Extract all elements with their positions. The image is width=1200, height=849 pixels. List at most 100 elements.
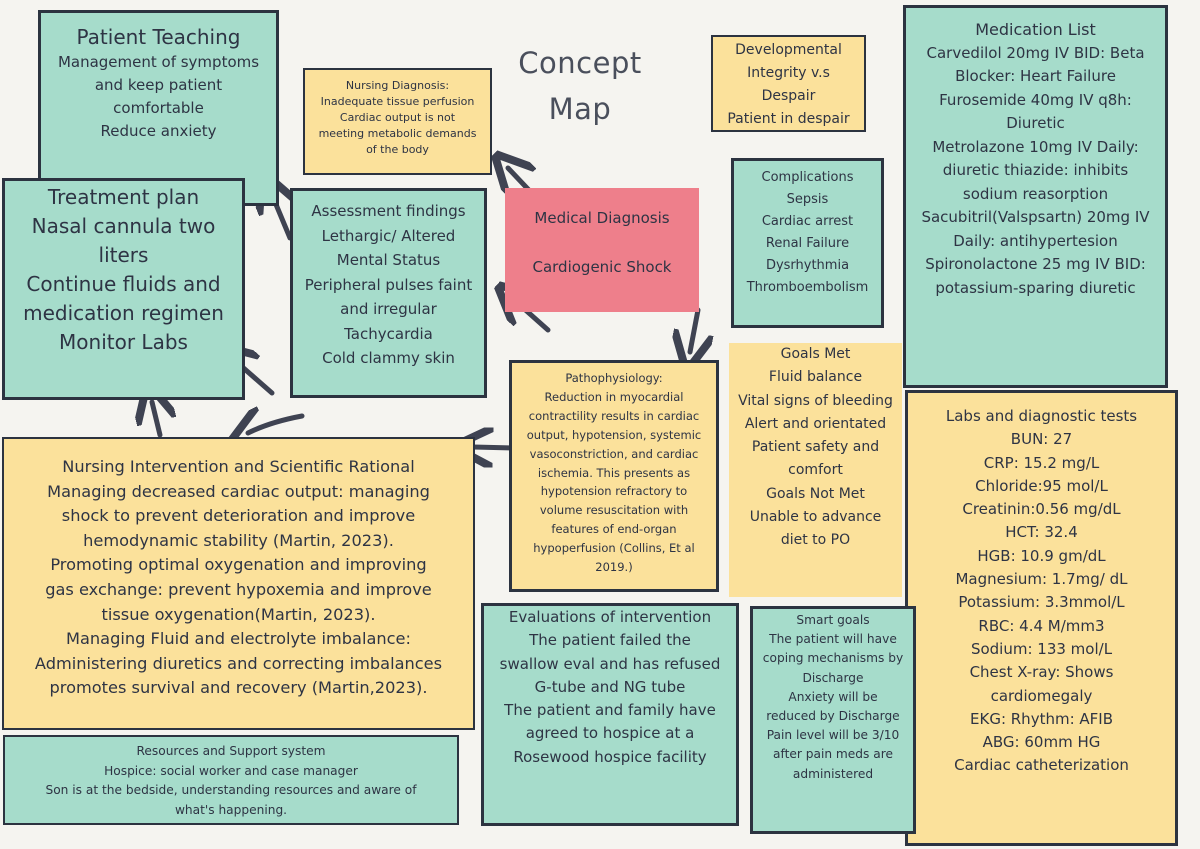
assessment-findings-box: Assessment findings Lethargic/ Altered M…: [290, 188, 487, 398]
patient-teaching-line: and keep patient: [94, 76, 223, 94]
evaluations-box: Evaluations of intervention The patient …: [481, 603, 739, 826]
medication-line: Furosemide 40mg IV q8h:: [939, 90, 1132, 109]
labs-line: Creatinin:0.56 mg/dL: [962, 500, 1121, 519]
assessment-line: Peripheral pulses faint: [304, 275, 473, 294]
smart-goals-line: Discharge: [802, 670, 864, 685]
medication-line: Carvedilol 20mg IV BID: Beta: [926, 43, 1145, 62]
developmental-line: Integrity v.s: [747, 65, 830, 81]
pathophysiology-line: hypoperfusion (Collins, Et al: [533, 541, 695, 556]
complications-line: Sepsis: [786, 192, 829, 207]
arrow-to-interventions: [473, 447, 515, 448]
pathophysiology-line: Pathophysiology:: [565, 371, 663, 385]
treatment-plan-line: Monitor Labs: [59, 330, 188, 354]
nursing-diagnosis-line: Inadequate tissue perfusion: [320, 95, 475, 108]
assessment-line: and irregular: [340, 300, 437, 318]
medication-list-heading: Medication List: [975, 20, 1096, 39]
evaluations-line: Rosewood hospice facility: [513, 747, 707, 766]
patient-teaching-line: Management of symptoms: [57, 53, 260, 71]
goals-line: diet to PO: [780, 532, 851, 549]
evaluations-line: agreed to hospice at a: [525, 724, 695, 743]
treatment-plan-line: Nasal cannula two: [31, 214, 216, 238]
pathophysiology-line: vasoconstriction, and cardiac: [529, 446, 699, 461]
nursing-diagnosis-box: Nursing Diagnosis: Inadequate tissue per…: [303, 68, 492, 175]
labs-line: EKG: Rhythm: AFIB: [970, 709, 1113, 728]
goals-line: Alert and orientated: [744, 415, 887, 432]
labs-line: cardiomegaly: [990, 686, 1093, 705]
labs-line: Chest X-ray: Shows: [969, 663, 1114, 682]
medication-line: Sacubitril(Valspsartn) 20mg IV: [921, 208, 1150, 226]
treatment-plan-line: Continue fluids and: [26, 272, 221, 296]
interventions-line: Managing decreased cardiac output: manag…: [47, 481, 430, 501]
resources-line: what's happening.: [174, 802, 288, 817]
treatment-plan-line: liters: [98, 243, 149, 267]
patient-teaching-line: comfortable: [113, 99, 204, 117]
interventions-line: Managing Fluid and electrolyte imbalance…: [66, 629, 411, 649]
treatment-plan-box: Treatment plan Nasal cannula two liters …: [2, 178, 245, 400]
medication-line: potassium-sparing diuretic: [935, 278, 1136, 297]
goals-line: comfort: [788, 462, 843, 479]
evaluations-line: The patient failed the: [529, 631, 691, 650]
interventions-line: Promoting optimal oxygenation and improv…: [50, 555, 427, 575]
labs-line: Sodium: 133 mol/L: [970, 639, 1113, 658]
treatment-plan-line: medication regimen: [23, 301, 224, 325]
labs-line: CRP: 15.2 mg/L: [983, 453, 1100, 472]
complications-line: Thromboembolism: [746, 280, 869, 295]
labs-line: Labs and diagnostic tests: [945, 407, 1138, 425]
assessment-line: Tachycardia: [344, 324, 433, 343]
patient-teaching-box: Patient Teaching Management of symptoms …: [38, 10, 279, 206]
smart-goals-line: Smart goals: [796, 613, 870, 627]
labs-line: ABG: 60mm HG: [982, 733, 1101, 752]
medication-line: Daily: antihypertesion: [953, 231, 1118, 250]
nursing-interventions-box: Nursing Intervention and Scientific Rati…: [2, 437, 475, 730]
smart-goals-line: coping mechanisms by: [762, 651, 904, 666]
developmental-box: Developmental Integrity v.s Despair Pati…: [711, 35, 866, 132]
interventions-line: gas exchange: prevent hypoxemia and impr…: [45, 579, 432, 599]
evaluations-line: Evaluations of intervention: [508, 608, 712, 626]
pathophysiology-line: Reduction in myocardial: [544, 389, 684, 404]
pathophysiology-line: ischemia. This presents as: [537, 465, 691, 480]
developmental-line: Despair: [761, 88, 816, 104]
pathophysiology-line: 2019.): [595, 560, 633, 575]
complications-line: Renal Failure: [765, 236, 850, 251]
medication-line: Spironolactone 25 mg IV BID:: [925, 255, 1146, 273]
resources-line: Son is at the bedside, understanding res…: [45, 783, 417, 797]
goals-line: Unable to advance: [749, 509, 882, 526]
medical-diagnosis-box: Medical Diagnosis Cardiogenic Shock: [505, 188, 699, 312]
medication-line: Blocker: Heart Failure: [955, 67, 1116, 85]
nursing-diagnosis-line: Cardiac output is not: [339, 111, 456, 124]
smart-goals-line: Anxiety will be: [788, 689, 878, 704]
pathophysiology-line: volume resuscitation with: [539, 503, 689, 518]
smart-goals-line: administered: [792, 766, 874, 781]
medical-diagnosis-line: Cardiogenic Shock: [532, 258, 672, 276]
smart-goals-line: reduced by Discharge: [766, 709, 900, 724]
developmental-line: Developmental: [735, 42, 842, 58]
resources-line: Resources and Support system: [136, 744, 326, 758]
nursing-diagnosis-line: Nursing Diagnosis:: [345, 79, 450, 92]
patient-teaching-heading: Patient Teaching: [76, 25, 241, 49]
pathophysiology-line: contractility results in cardiac: [528, 408, 700, 423]
concept-map-title: Concept Map: [490, 40, 670, 132]
medication-line: Diuretic: [1006, 114, 1065, 132]
goals-line: Patient safety and: [751, 439, 880, 456]
labs-box: Labs and diagnostic tests BUN: 27 CRP: 1…: [905, 390, 1178, 846]
evaluations-line: swallow eval and has refused: [499, 654, 721, 673]
labs-line: HGB: 10.9 gm/dL: [977, 546, 1106, 565]
labs-line: Magnesium: 1.7mg/ dL: [955, 570, 1128, 589]
pathophysiology-box: Pathophysiology: Reduction in myocardial…: [509, 360, 719, 592]
interventions-line: shock to prevent deterioration and impro…: [61, 506, 416, 526]
interventions-line: tissue oxygenation(Martin, 2023).: [101, 604, 376, 624]
complications-line: Complications: [761, 170, 854, 185]
labs-line: Chloride:95 mol/L: [975, 476, 1108, 495]
title-line: Concept: [518, 46, 642, 80]
interventions-line: Administering diuretics and correcting i…: [34, 653, 443, 673]
labs-line: BUN: 27: [1010, 430, 1073, 449]
medical-diagnosis-line: Medical Diagnosis: [534, 209, 670, 227]
complications-line: Dysrhythmia: [765, 258, 850, 273]
interventions-line: hemodynamic stability (Martin, 2023).: [83, 530, 394, 550]
labs-line: Cardiac catheterization: [954, 756, 1129, 775]
assessment-line: Mental Status: [336, 251, 441, 269]
smart-goals-line: after pain meds are: [773, 747, 893, 762]
title-line: Map: [548, 92, 612, 126]
goals-line: Vital signs of bleeding: [738, 392, 893, 409]
